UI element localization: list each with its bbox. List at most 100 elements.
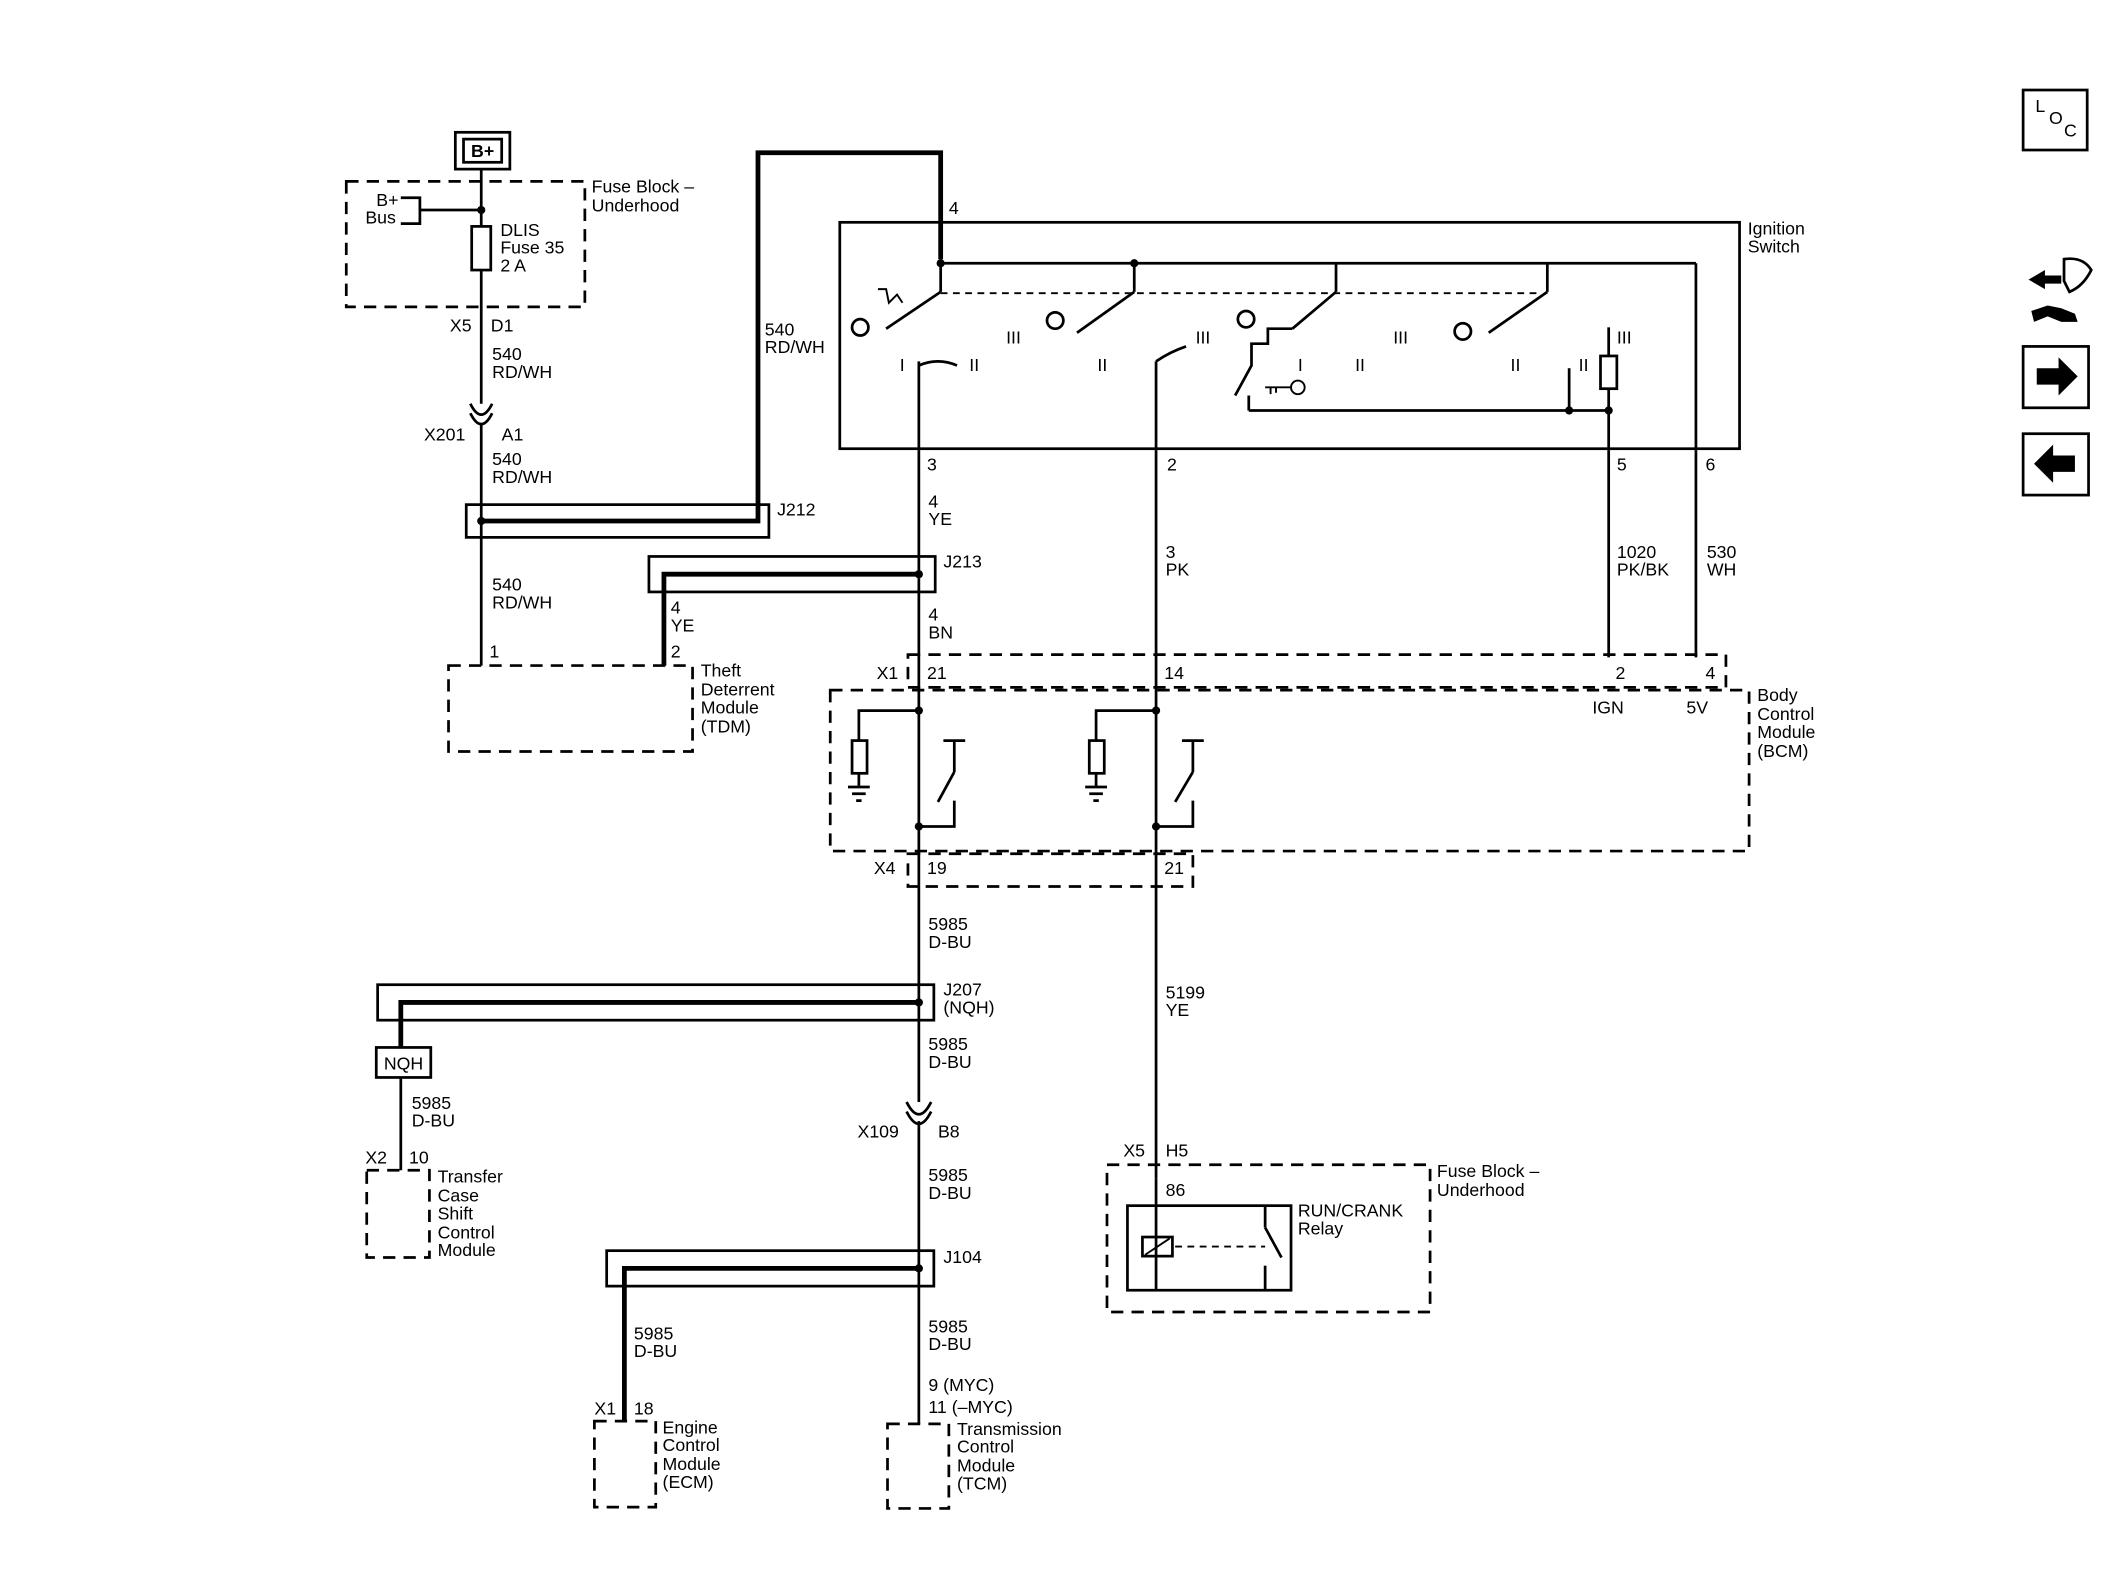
circuit-number: 5985 bbox=[412, 1093, 452, 1113]
relay-connector-x5: X5 bbox=[1123, 1141, 1145, 1161]
position-label: III bbox=[1006, 328, 1021, 348]
theft-deterrent-module: 1 2 Theft Deterrent Module (TDM) bbox=[447, 641, 775, 753]
circuit-color: YE bbox=[671, 615, 695, 635]
battery-positive-source: B+ bbox=[453, 130, 512, 171]
fuse-block-relay-title: Fuse Block – bbox=[1437, 1161, 1540, 1181]
arrow-right-button[interactable] bbox=[2021, 345, 2090, 410]
fuse-block-subtitle: Underhood bbox=[592, 195, 680, 215]
bcm-pin-14: 14 bbox=[1164, 663, 1184, 683]
circuit-color: RD/WH bbox=[492, 467, 552, 487]
module-label: (TDM) bbox=[701, 716, 751, 736]
module-label: Transfer bbox=[438, 1166, 503, 1186]
loc-letter-o: O bbox=[2049, 108, 2063, 128]
tcsm-pin: 10 bbox=[409, 1147, 429, 1167]
position-label: II bbox=[1355, 355, 1365, 375]
wire-5985-main: 5985 D-BU 5985 D-BU bbox=[917, 826, 972, 1103]
circuit-number: 5985 bbox=[928, 1316, 968, 1336]
option-nqh-box: NQH 5985 D-BU bbox=[374, 1046, 455, 1171]
ground-icon bbox=[847, 773, 870, 802]
ecm-pin: 18 bbox=[634, 1398, 654, 1418]
position-label: II bbox=[1511, 355, 1521, 375]
circuit-color: YE bbox=[928, 509, 952, 529]
module-label: Shift bbox=[438, 1203, 474, 1223]
fuse-block-underhood-top: Fuse Block – Underhood B+ Bus DLIS Fuse … bbox=[344, 169, 694, 335]
relay-pin-h5: H5 bbox=[1166, 1141, 1189, 1161]
transfer-case-shift-control-module: X2 10 Transfer Case Shift Control Module bbox=[365, 1147, 503, 1260]
tcm-pin-myc: 9 (MYC) bbox=[928, 1375, 994, 1395]
module-label: Control bbox=[1757, 704, 1814, 724]
wrench-connector-icon[interactable] bbox=[2015, 254, 2097, 330]
bcm-pin-19: 19 bbox=[927, 858, 947, 878]
circuit-color: PK bbox=[1166, 560, 1190, 580]
circuit-number: 530 bbox=[1707, 542, 1737, 562]
module-label: Body bbox=[1757, 685, 1798, 705]
connector-x5: X5 bbox=[450, 315, 472, 335]
bcm-connector-x1: X1 bbox=[877, 663, 899, 683]
bcm-5v-label: 5V bbox=[1686, 697, 1708, 717]
module-label: (BCM) bbox=[1757, 741, 1808, 761]
circuit-color: YE bbox=[1166, 1000, 1190, 1020]
circuit-color: BN bbox=[928, 622, 953, 642]
circuit-color: D-BU bbox=[928, 1183, 971, 1203]
circuit-number: 1020 bbox=[1617, 542, 1657, 562]
relay-label: Relay bbox=[1298, 1218, 1343, 1238]
circuit-color: RD/WH bbox=[765, 337, 825, 357]
arrow-left-button[interactable] bbox=[2021, 432, 2090, 497]
wire-1020: 1020 PK/BK bbox=[1607, 450, 1669, 658]
bcm-pin-21-x4: 21 bbox=[1164, 858, 1184, 878]
circuit-number: 5199 bbox=[1166, 982, 1206, 1002]
loc-letter-c: C bbox=[2064, 120, 2077, 140]
position-label: I bbox=[900, 355, 905, 375]
module-label: Case bbox=[438, 1186, 480, 1206]
circuit-color: D-BU bbox=[928, 932, 971, 952]
circuit-color: D-BU bbox=[928, 1052, 971, 1072]
key-icon bbox=[1265, 379, 1306, 396]
splice-pack-j207: J207 (NQH) bbox=[376, 980, 995, 1048]
bcm-input-circuit-a bbox=[847, 706, 966, 831]
ground-icon bbox=[1085, 773, 1107, 802]
splice-j207-label: J207 bbox=[943, 980, 981, 1000]
tdm-pin-2: 2 bbox=[671, 641, 681, 661]
splice-pack-j212: J212 540 RD/WH bbox=[464, 150, 944, 539]
pin-a1: A1 bbox=[502, 425, 524, 445]
position-label: III bbox=[1393, 328, 1408, 348]
circuit-number: 540 bbox=[492, 344, 522, 364]
wire-540-left: 540 RD/WH X201 A1 540 RD/WH 540 RD/WH bbox=[424, 270, 552, 666]
circuit-number: 5985 bbox=[928, 1165, 968, 1185]
module-label: (TCM) bbox=[957, 1473, 1007, 1493]
module-label: Control bbox=[438, 1222, 495, 1242]
circuit-number: 540 bbox=[765, 320, 795, 340]
splice-pack-j213: J213 4 YE bbox=[647, 551, 982, 666]
bcm-pin-4: 4 bbox=[1705, 663, 1715, 683]
circuit-color: RD/WH bbox=[492, 362, 552, 382]
module-label: Theft bbox=[701, 660, 741, 680]
wire-3-pk: 3 PK bbox=[1154, 450, 1190, 1179]
splice-j104-label: J104 bbox=[943, 1247, 982, 1267]
position-label: II bbox=[1097, 355, 1107, 375]
circuit-color: PK/BK bbox=[1617, 560, 1669, 580]
fuse-icon bbox=[470, 225, 493, 272]
bcm-ign-label: IGN bbox=[1592, 697, 1624, 717]
bcm-pin-21: 21 bbox=[927, 663, 947, 683]
loc-letter-l: L bbox=[2035, 96, 2045, 116]
pin-2: 2 bbox=[1167, 455, 1177, 475]
ignition-switch-subtitle: Switch bbox=[1748, 236, 1800, 256]
circuit-color: RD/WH bbox=[492, 592, 552, 612]
bcm-connector-x4: X4 bbox=[874, 858, 896, 878]
loc-button[interactable]: L O C bbox=[2021, 88, 2089, 152]
bus-label: B+ bbox=[376, 190, 398, 210]
circuit-number: 5985 bbox=[928, 914, 968, 934]
tdm-pin-1: 1 bbox=[489, 641, 499, 661]
inline-connector-x201 bbox=[469, 403, 494, 426]
module-label: Engine bbox=[663, 1417, 718, 1437]
circuit-number: 3 bbox=[1166, 542, 1176, 562]
wire-530: 530 WH bbox=[1694, 450, 1737, 658]
module-label: Module bbox=[957, 1456, 1015, 1476]
bus-label-2: Bus bbox=[365, 208, 396, 228]
ignition-switch: Ignition Switch 4 III I II II III bbox=[838, 198, 1805, 475]
circuit-number: 5985 bbox=[634, 1323, 674, 1343]
circuit-number: 4 bbox=[671, 598, 681, 618]
tcsm-connector: X2 bbox=[365, 1147, 387, 1167]
splice-j213-label: J213 bbox=[943, 551, 982, 571]
